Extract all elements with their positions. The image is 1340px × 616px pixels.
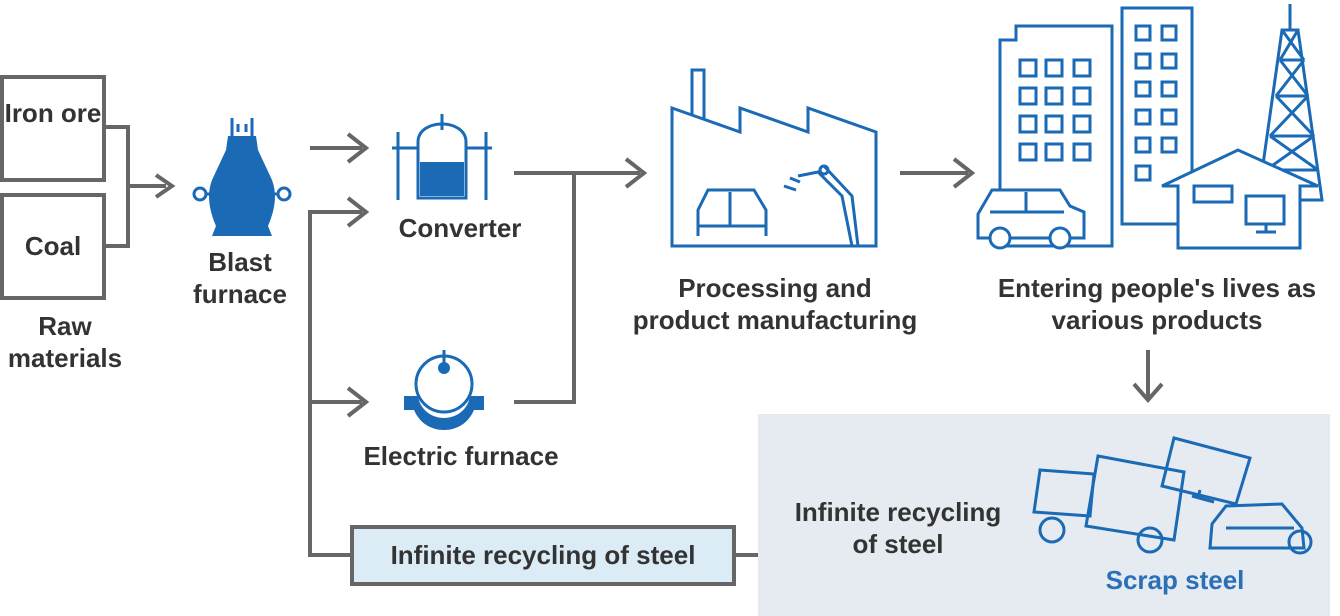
scrap-panel-recycling-label: Infinite recycling of steel xyxy=(770,496,1026,560)
scrap-panel-line1: Infinite recycling xyxy=(794,497,1002,527)
blast-furnace-icon xyxy=(192,118,292,236)
factory-icon xyxy=(670,68,878,248)
scrap-panel-line2: of steel xyxy=(852,529,944,559)
scrap-icon xyxy=(1032,436,1313,555)
products-line2: various products xyxy=(1051,305,1263,335)
flow-connectors xyxy=(104,125,1164,557)
processing-line2: product manufacturing xyxy=(632,305,918,335)
blast-furnace-line2: furnace xyxy=(193,279,287,309)
products-line1: Entering people's lives as xyxy=(997,273,1317,303)
converter-label: Converter xyxy=(398,213,522,243)
city-icon xyxy=(976,4,1324,250)
blast-furnace-label: Blast furnace xyxy=(180,246,300,310)
electric-furnace-label: Electric furnace xyxy=(363,441,559,471)
scrap-steel-label: Scrap steel xyxy=(1105,565,1245,595)
blast-furnace-line1: Blast xyxy=(208,247,272,277)
iron-ore-box xyxy=(0,75,106,182)
products-label: Entering people's lives as various produ… xyxy=(972,272,1340,336)
processing-label: Processing and product manufacturing xyxy=(600,272,950,336)
coal-label: Coal xyxy=(24,231,82,261)
electric-furnace-icon xyxy=(404,350,484,430)
scrap-panel-bg xyxy=(758,414,1330,616)
raw-materials-line2: materials xyxy=(7,343,123,373)
iron-ore-label: Iron ore xyxy=(4,98,102,128)
raw-materials-line1: Raw xyxy=(38,311,92,341)
processing-line1: Processing and xyxy=(678,273,872,303)
recycling-box-label: Infinite recycling of steel xyxy=(390,540,696,570)
converter-icon xyxy=(392,114,492,200)
recycling-box xyxy=(350,525,736,586)
coal-box xyxy=(0,193,106,300)
raw-materials-label: Raw materials xyxy=(0,310,130,374)
